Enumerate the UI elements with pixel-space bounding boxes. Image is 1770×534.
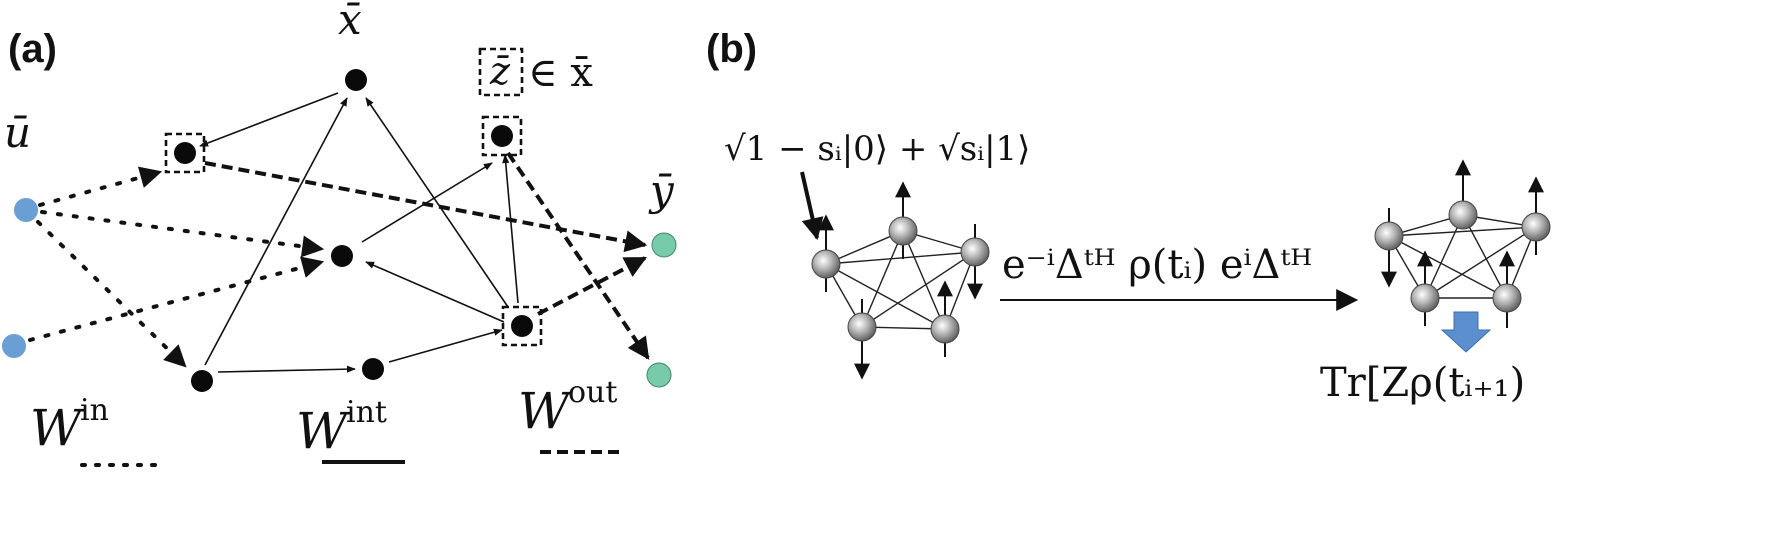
spin-after-1	[1374, 221, 1404, 251]
input-node-1	[14, 198, 38, 222]
reservoir-label: x̄	[338, 0, 362, 44]
legend-w-out-symbol: W	[518, 382, 573, 440]
edge-u1-n3	[36, 220, 187, 368]
legend-w-in-symbol: W	[30, 399, 85, 457]
edge-z-y2	[506, 151, 650, 360]
panel-b-label: (b)	[706, 27, 757, 71]
node-n1	[174, 142, 196, 164]
subset-label: z̄	[489, 49, 511, 93]
spin-5	[930, 314, 960, 344]
input-label: ū	[4, 108, 31, 157]
spin-network-before	[811, 181, 990, 380]
spin-network-after	[1374, 159, 1551, 328]
legend: W in W int W out	[30, 375, 625, 467]
subset-legend-box	[478, 47, 524, 97]
subset-relation: ∈ x̄	[528, 50, 593, 96]
input-node-2	[2, 334, 26, 358]
spin-3	[960, 237, 990, 267]
spin-1	[811, 249, 841, 279]
legend-w-in-superscript: in	[80, 393, 109, 428]
injection-arrow	[800, 171, 824, 241]
spin-2	[888, 216, 918, 246]
edge-n4-n5	[388, 328, 503, 363]
spin-arrows	[818, 181, 983, 380]
edge-n5-y1	[537, 256, 647, 316]
edge-xbar-n1	[199, 92, 339, 147]
input-state: √1 − sᵢ|0⟩ + √sᵢ|1⟩	[724, 129, 1030, 169]
output-label: ȳ	[648, 166, 675, 215]
evolution-operator: e⁻ⁱΔᵗᴴ ρ(tᵢ) eⁱΔᵗᴴ	[1002, 242, 1312, 288]
panel-a: (a)	[2, 0, 677, 467]
reservoir-nodes	[174, 69, 533, 392]
edge-n5-xbar	[365, 97, 509, 308]
node-n2	[331, 245, 353, 267]
output-node-1	[651, 232, 677, 258]
edge-n5-z	[502, 154, 519, 304]
subset-box-z	[481, 115, 523, 157]
node-z	[491, 125, 513, 147]
output-nodes	[646, 232, 677, 388]
spin-after-3	[1521, 212, 1551, 242]
subset-box-n5	[501, 305, 543, 347]
legend-w-out-superscript: out	[568, 375, 617, 410]
spin-after-4	[1410, 283, 1440, 313]
node-n3	[191, 370, 213, 392]
edge-n3-xbar	[204, 97, 348, 366]
spin-balls	[811, 216, 990, 344]
readout-arrow	[1440, 311, 1492, 353]
spin-couplings-after	[1388, 214, 1537, 299]
legend-w-int-symbol: W	[296, 402, 351, 460]
legend-w-int-superscript: int	[346, 395, 387, 430]
edge-u2-n2	[28, 256, 325, 342]
output-edges	[204, 151, 650, 360]
panel-a-label: (a)	[8, 27, 57, 71]
spin-arrows-after	[1381, 159, 1544, 328]
node-n4	[362, 358, 384, 380]
edge-u1-n2	[40, 210, 325, 258]
spin-balls-after	[1374, 200, 1551, 313]
input-edges	[28, 166, 325, 368]
subset-box-n1	[164, 132, 206, 174]
spin-4	[847, 312, 877, 342]
output-node-2	[646, 362, 672, 388]
legend-w-out: W out	[518, 375, 625, 454]
subset-boxes	[164, 47, 543, 347]
edge-n5-n2	[365, 261, 505, 323]
spin-couplings	[825, 230, 976, 330]
node-xbar	[345, 69, 367, 91]
edge-u1-n1	[38, 166, 163, 207]
input-nodes	[2, 198, 38, 358]
edge-n1-y1	[204, 161, 648, 253]
spin-after-5	[1492, 283, 1522, 313]
panel-b: (b) √1 − sᵢ|0⟩ + √sᵢ|1⟩	[706, 27, 1551, 406]
spin-after-2	[1448, 200, 1478, 230]
legend-w-in: W in	[30, 393, 162, 467]
edge-n3-n4	[217, 365, 356, 373]
internal-edges	[199, 92, 519, 373]
node-n5	[511, 315, 533, 337]
readout-expression: Tr[Zρ(tᵢ₊₁)	[1320, 360, 1525, 406]
legend-w-int: W int	[296, 395, 405, 464]
